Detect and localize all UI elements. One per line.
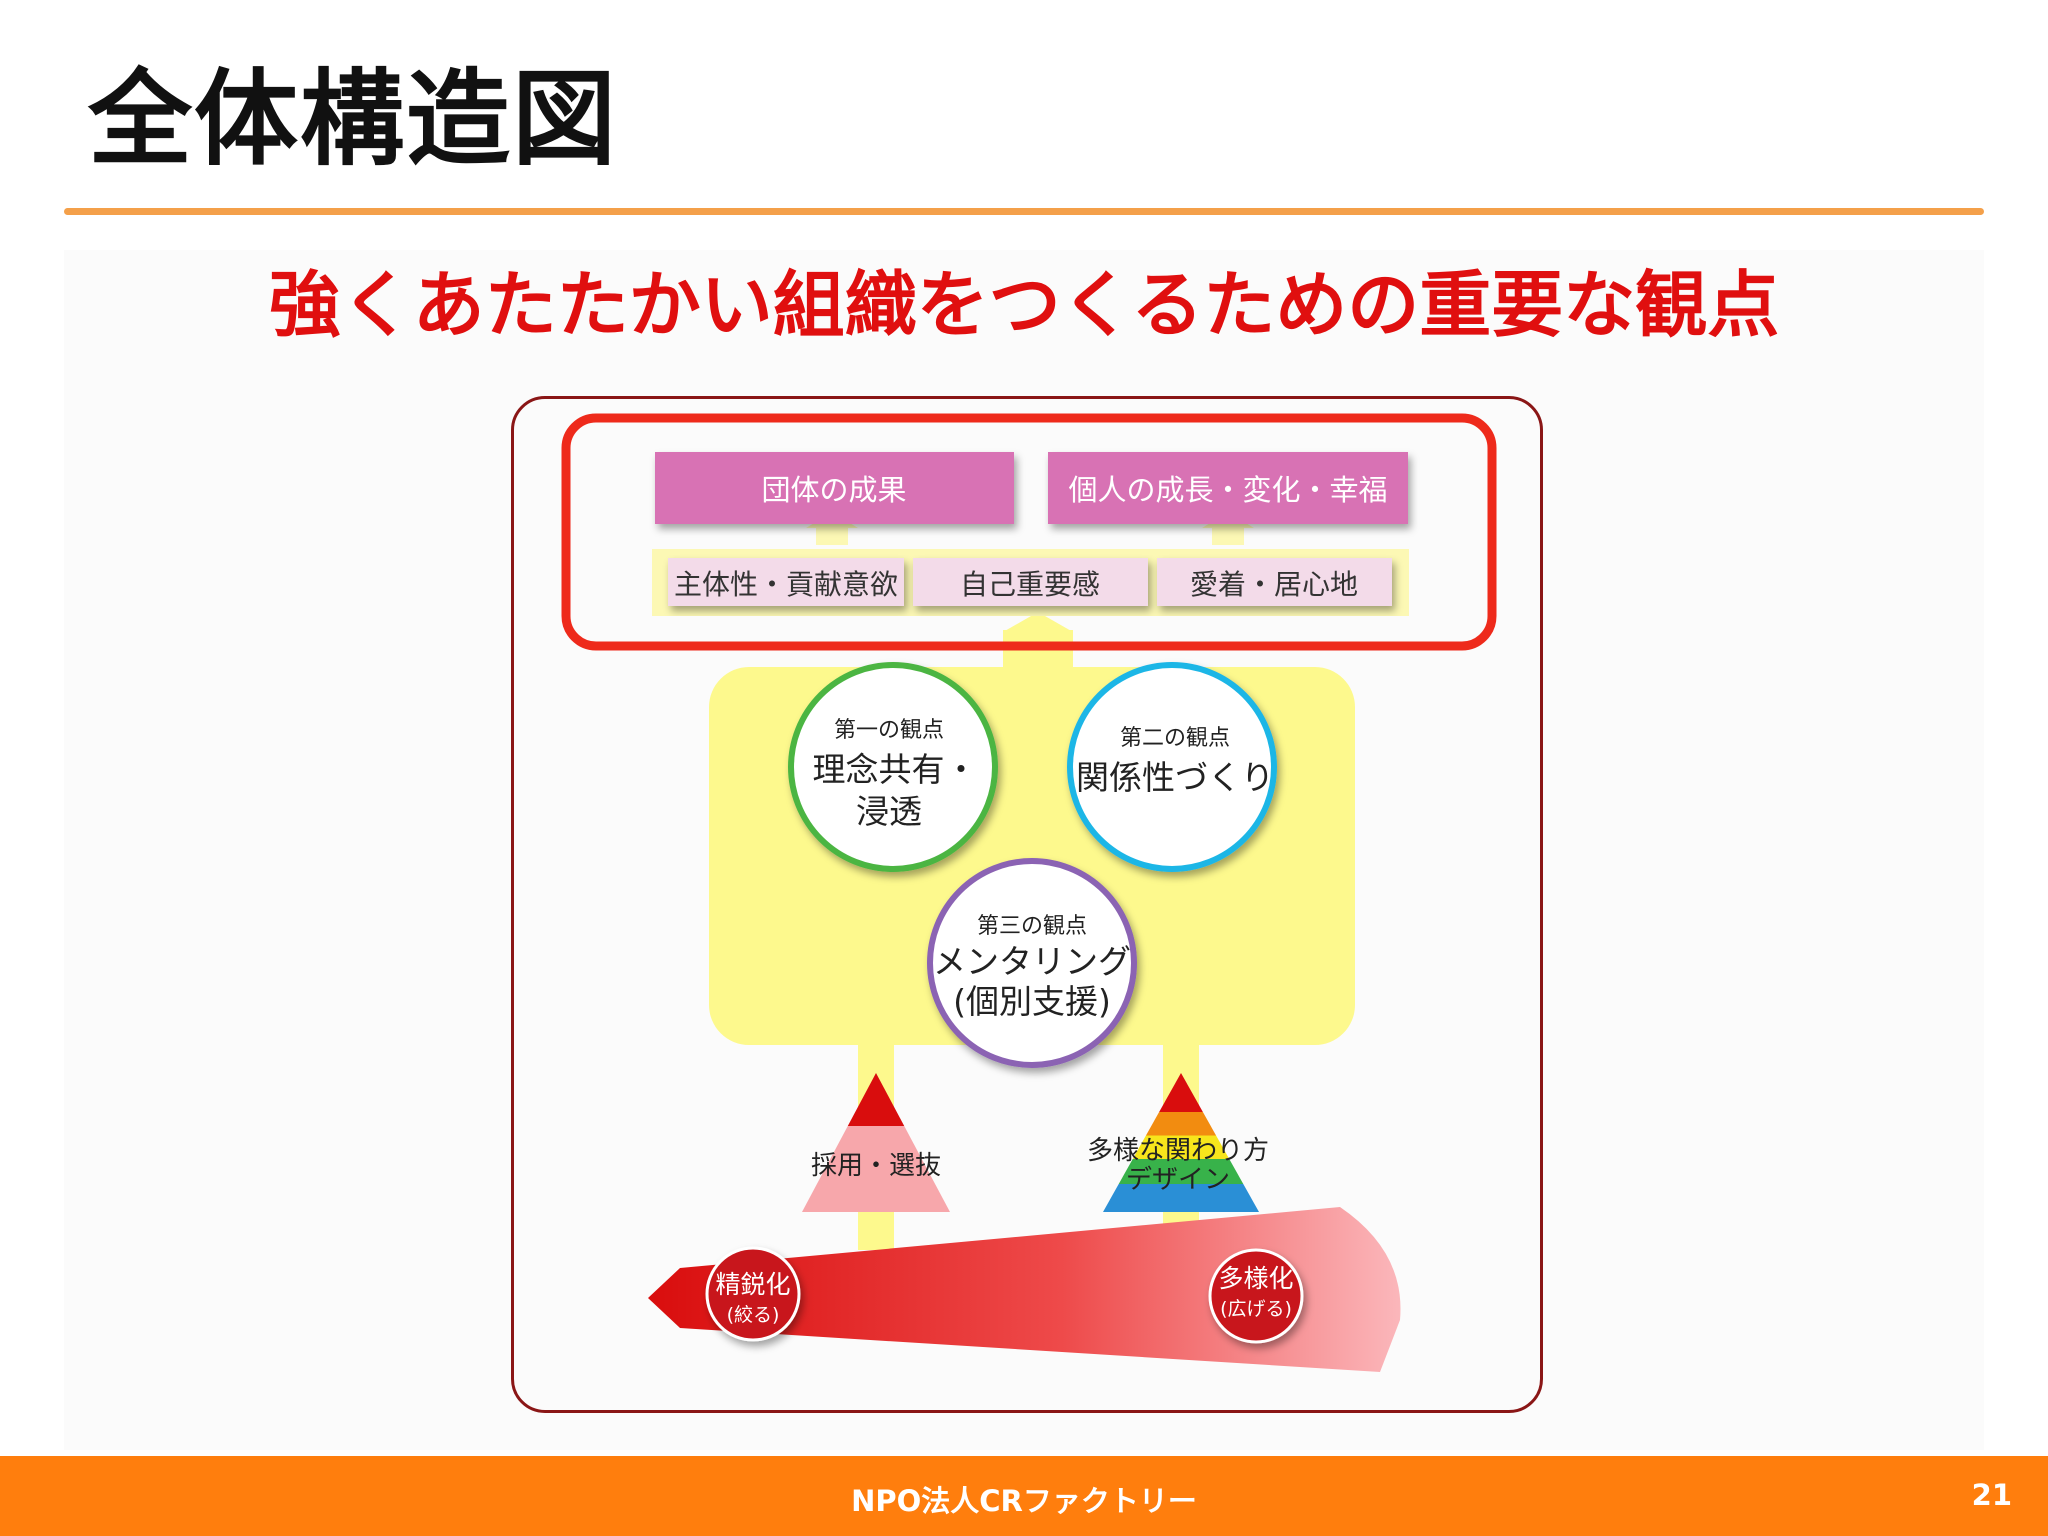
outcome-box-1 — [655, 452, 1014, 524]
diversity-text-1: 多様な関わり方 — [1087, 1136, 1269, 1166]
condition-box-1 — [668, 558, 904, 606]
diversify-main: 多様化 — [1218, 1264, 1293, 1293]
diversity-text-2: デザイン — [1126, 1165, 1230, 1195]
viewpoint-3-label: 第三の観点 — [977, 914, 1087, 939]
viewpoint-2 — [1067, 662, 1277, 872]
highlight-frame — [561, 413, 1497, 651]
refine-sub: (絞る) — [727, 1304, 780, 1326]
condition-text-1: 主体性・貢献意欲 — [674, 568, 898, 601]
yellow-up-arrow — [1003, 612, 1073, 632]
title-divider — [64, 208, 1984, 215]
refine-main: 精鋭化 — [715, 1270, 790, 1299]
page-number: 21 — [1971, 1478, 2012, 1512]
outcome-text-1: 団体の成果 — [761, 473, 906, 507]
condition-box-2 — [913, 558, 1148, 606]
diversity-triangle — [1103, 1073, 1259, 1212]
footer-org: NPO法人CRファクトリー — [851, 1484, 1197, 1518]
left-pillar-head — [852, 1000, 900, 1022]
outcome-box-2 — [1048, 452, 1408, 524]
viewpoint-2-text-1: 関係性づくり — [1076, 758, 1274, 797]
viewpoint-1-label: 第一の観点 — [834, 718, 944, 743]
selection-triangle — [802, 1073, 950, 1212]
condition-text-2: 自己重要感 — [960, 568, 1100, 601]
selection-text: 採用・選抜 — [811, 1151, 941, 1181]
viewpoint-3 — [927, 858, 1137, 1068]
page-subtitle: 強くあたたかい組織をつくるための重要な観点 — [268, 263, 1780, 347]
refine-badge — [705, 1246, 801, 1342]
condition-box-3 — [1157, 558, 1392, 606]
viewpoint-1-text-1: 理念共有・ — [813, 750, 978, 789]
footer-bar: NPO法人CRファクトリー 21 — [0, 1456, 2048, 1536]
viewpoint-2-label: 第二の観点 — [1120, 726, 1230, 751]
viewpoint-1 — [788, 662, 998, 872]
viewpoint-3-text-1: メンタリング — [933, 942, 1131, 981]
outcome-text-2: 個人の成長・変化・幸福 — [1068, 473, 1387, 507]
right-pillar-head — [1157, 1000, 1205, 1022]
condition-text-3: 愛着・居心地 — [1190, 568, 1358, 601]
diversify-badge — [1208, 1248, 1304, 1344]
viewpoint-1-text-2: 浸透 — [856, 792, 922, 831]
page-title: 全体構造図 — [88, 58, 619, 180]
viewpoint-3-text-2: (個別支援) — [953, 982, 1111, 1021]
structure-diagram: 主体性・貢献意欲 自己重要感 愛着・居心地 団体の成果 個人の成長・変化・幸福 … — [561, 413, 1497, 1372]
diversify-sub: (広げる) — [1220, 1298, 1292, 1320]
spectrum-wedge — [648, 1207, 1401, 1372]
